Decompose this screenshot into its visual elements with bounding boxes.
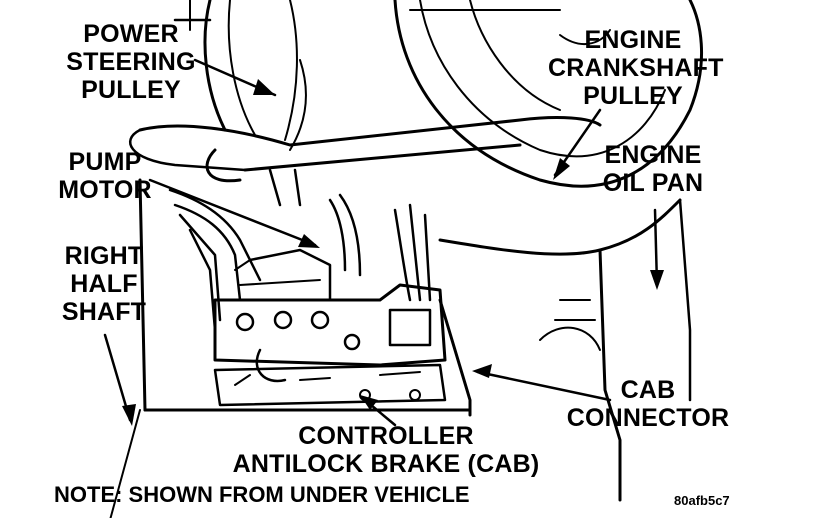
label-line: ANTILOCK BRAKE (CAB) [232,450,540,478]
label-line: CONNECTOR [566,404,730,432]
label-line: OIL PAN [602,169,704,197]
label-line: SHAFT [61,298,147,326]
label-line: ENGINE [584,26,682,54]
label-line: PULLEY [81,76,181,104]
pump-motor-label: PUMP MOTOR [56,150,154,203]
label-line: CONTROLLER [298,422,474,450]
label-line: STEERING [66,48,196,76]
engine-oil-pan-label: ENGINE OIL PAN [594,143,712,196]
right-half-shaft-label: RIGHT HALF SHAFT [52,244,156,325]
label-line: MOTOR [58,176,152,204]
label-line: PUMP [68,148,142,176]
label-line: PULLEY [583,82,683,110]
controller-label: CONTROLLER ANTILOCK BRAKE (CAB) [218,424,554,477]
half-shaft-drawing [109,178,472,518]
hydraulic-unit-drawing [213,248,472,417]
figure-code: 80afb5c7 [674,493,730,508]
leader-lines [103,9,664,427]
power-steering-pulley-label: POWER STEERING PULLEY [58,22,204,103]
label-line: CRANKSHAFT [548,54,724,82]
cab-connector-label: CAB CONNECTOR [556,378,740,431]
oil-pan-drawing [438,198,692,502]
label-line: RIGHT [64,242,144,270]
brake-lines-drawing [168,168,432,332]
drive-belt-drawing [128,116,602,183]
crankshaft-pulley-drawing [393,0,703,188]
note-text: NOTE: SHOWN FROM UNDER VEHICLE [54,482,470,507]
engine-crankshaft-pulley-label: ENGINE CRANKSHAFT PULLEY [548,26,724,110]
label-line: ENGINE [604,141,702,169]
label-line: POWER [83,20,179,48]
label-line: CAB [620,376,676,404]
label-line: HALF [70,270,138,298]
controller-module-drawing [213,363,447,407]
